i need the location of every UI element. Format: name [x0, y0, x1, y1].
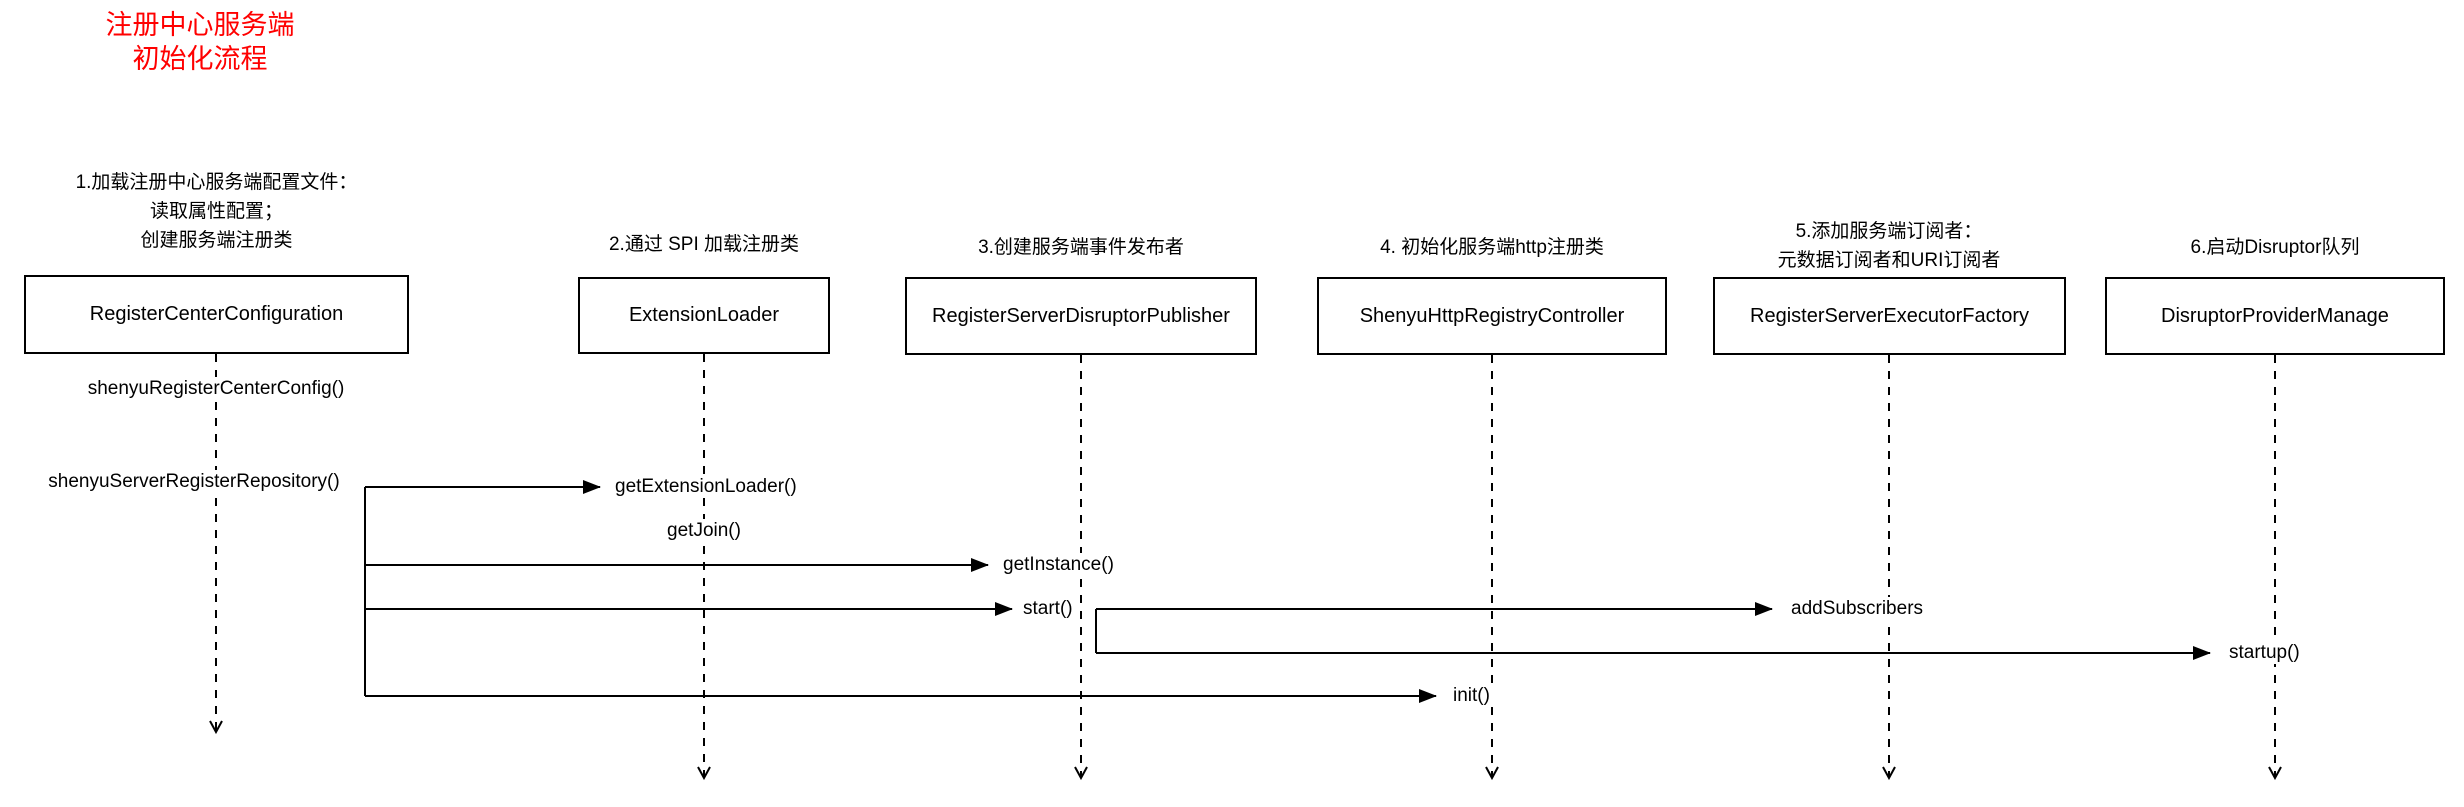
message-label-add-subscribers: addSubscribers	[1788, 597, 1927, 620]
message-label-startup: startup()	[2226, 641, 2303, 664]
message-label-start: start()	[1020, 597, 1076, 620]
participant-note-1: 1.加载注册中心服务端配置文件： 读取属性配置； 创建服务端注册类	[75, 172, 358, 251]
participant-note-3: 3.创建服务端事件发布者	[978, 237, 1184, 258]
message-label-init: init()	[1450, 684, 1493, 707]
message-label-get-extension-loader: getExtensionLoader()	[612, 475, 800, 498]
participant-note-4: 4. 初始化服务端http注册类	[1380, 237, 1604, 258]
message-label-shenyu-register-center-config: shenyuRegisterCenterConfig()	[26, 377, 406, 400]
diagram-title-line1: 注册中心服务端	[105, 10, 295, 40]
message-label-get-instance: getInstance()	[1000, 553, 1117, 576]
participant-box-disruptor-provider-manage: DisruptorProviderManage	[2105, 277, 2445, 355]
participant-box-register-center-configuration: RegisterCenterConfiguration	[24, 275, 409, 354]
message-label-get-join: getJoin()	[604, 519, 804, 542]
message-label-shenyu-server-register-repository: shenyuServerRegisterRepository()	[26, 470, 362, 493]
participant-box-extension-loader: ExtensionLoader	[578, 277, 830, 354]
participant-box-register-server-disruptor-publisher: RegisterServerDisruptorPublisher	[905, 277, 1257, 355]
diagram-title: 注册中心服务端 初始化流程	[40, 8, 360, 76]
participant-box-register-server-executor-factory: RegisterServerExecutorFactory	[1713, 277, 2066, 355]
participant-note-5: 5.添加服务端订阅者： 元数据订阅者和URI订阅者	[1777, 221, 2001, 271]
participant-box-shenyu-http-registry-controller: ShenyuHttpRegistryController	[1317, 277, 1667, 355]
message-arrows	[364, 480, 2211, 703]
participant-note-6: 6.启动Disruptor队列	[2190, 237, 2360, 258]
participant-note-2: 2.通过 SPI 加载注册类	[608, 234, 800, 255]
diagram-title-line2: 初始化流程	[132, 44, 268, 74]
